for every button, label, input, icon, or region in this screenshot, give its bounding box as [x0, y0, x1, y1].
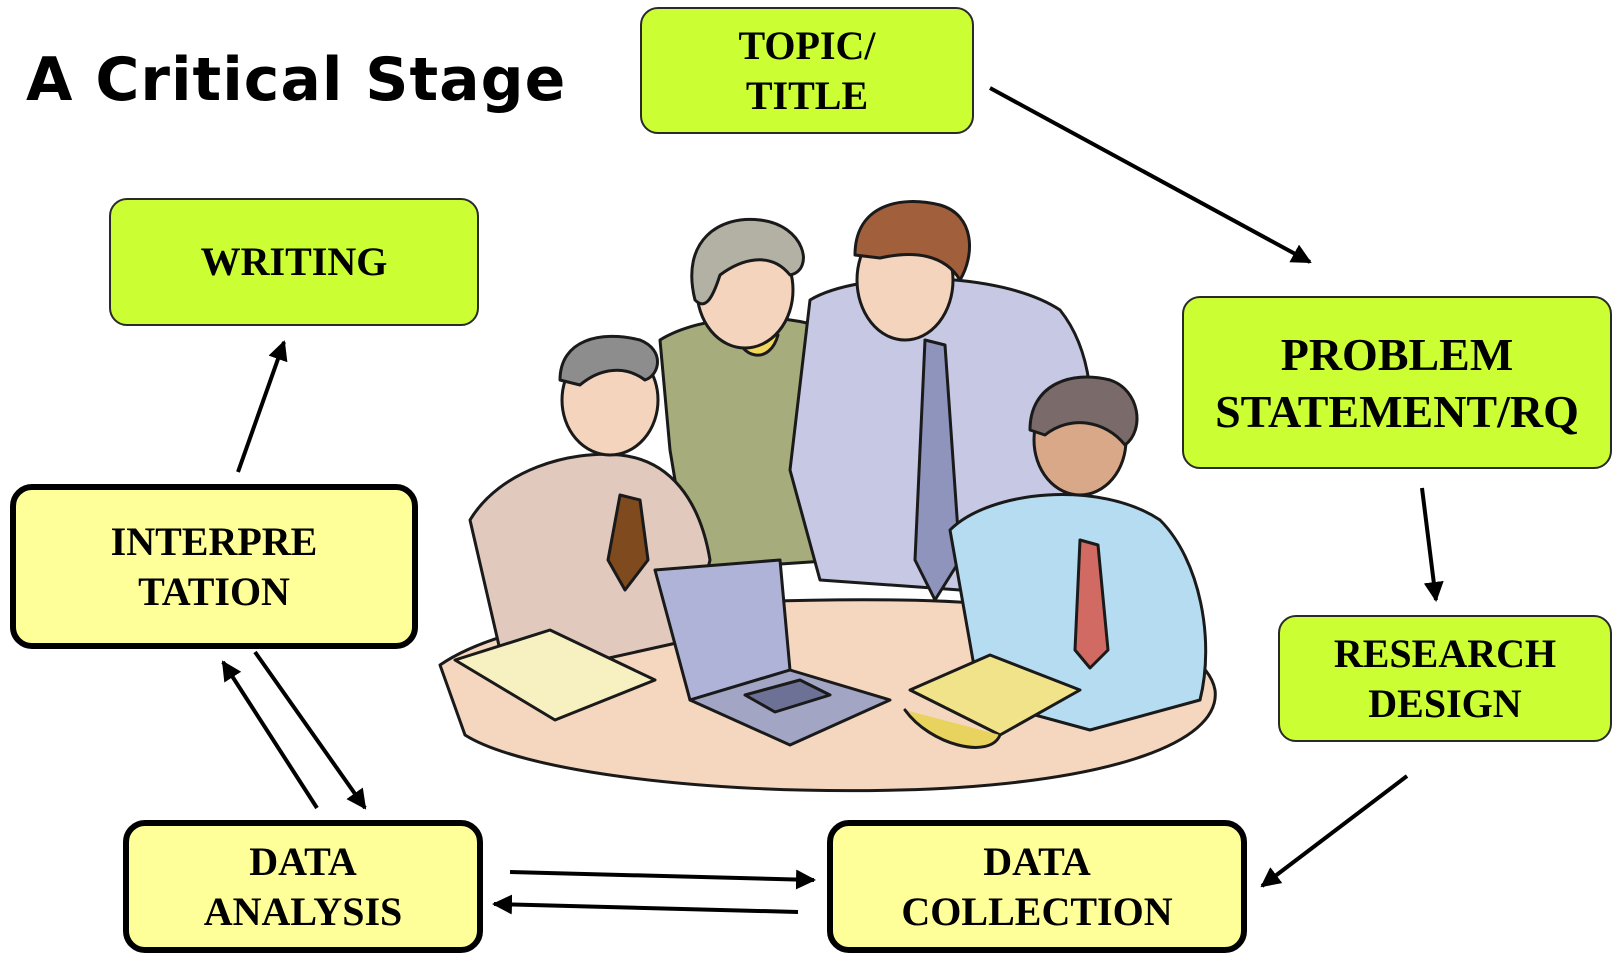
stage-label-line: DATA: [249, 838, 357, 884]
stage-label-line: STATEMENT/RQ: [1215, 385, 1579, 437]
stage-label-line: TITLE: [745, 72, 869, 118]
stage-box-research-design: RESEARCH DESIGN: [1278, 615, 1612, 742]
stage-box-writing: WRITING: [109, 198, 479, 326]
stage-box-problem-statement: PROBLEM STATEMENT/RQ: [1182, 296, 1612, 469]
stage-label-line: COLLECTION: [901, 888, 1173, 934]
stage-box-interpretation: INTERPRE TATION: [10, 484, 418, 649]
arrow-interpretation-to-analysis: [253, 650, 367, 810]
stage-label-line: DESIGN: [1368, 680, 1522, 726]
stage-box-topic-title: TOPIC/ TITLE: [640, 7, 974, 134]
stage-label-line: WRITING: [200, 239, 388, 284]
arrow-design-to-collection: [1260, 774, 1409, 888]
arrow-topic-to-problem: [989, 86, 1312, 264]
stage-label-line: DATA: [983, 838, 1091, 884]
stage-label-line: PROBLEM: [1280, 328, 1514, 380]
arrow-analysis-to-interpretation: [221, 660, 319, 810]
arrow-analysis-to-collection: [509, 869, 816, 890]
stage-label-line: RESEARCH: [1333, 630, 1557, 676]
page-title: A Critical Stage: [26, 45, 567, 115]
arrow-interpretation-to-writing: [236, 340, 288, 473]
stage-label-line: ANALYSIS: [203, 888, 403, 934]
arrow-problem-to-design: [1420, 487, 1444, 602]
stage-label-line: INTERPRE: [110, 518, 318, 564]
arrow-collection-to-analysis: [492, 894, 799, 915]
stage-label-line: TOPIC/: [738, 22, 876, 68]
stage-box-data-collection: DATA COLLECTION: [827, 820, 1247, 953]
stage-label-line: TATION: [138, 568, 290, 614]
stage-box-data-analysis: DATA ANALYSIS: [123, 820, 483, 953]
